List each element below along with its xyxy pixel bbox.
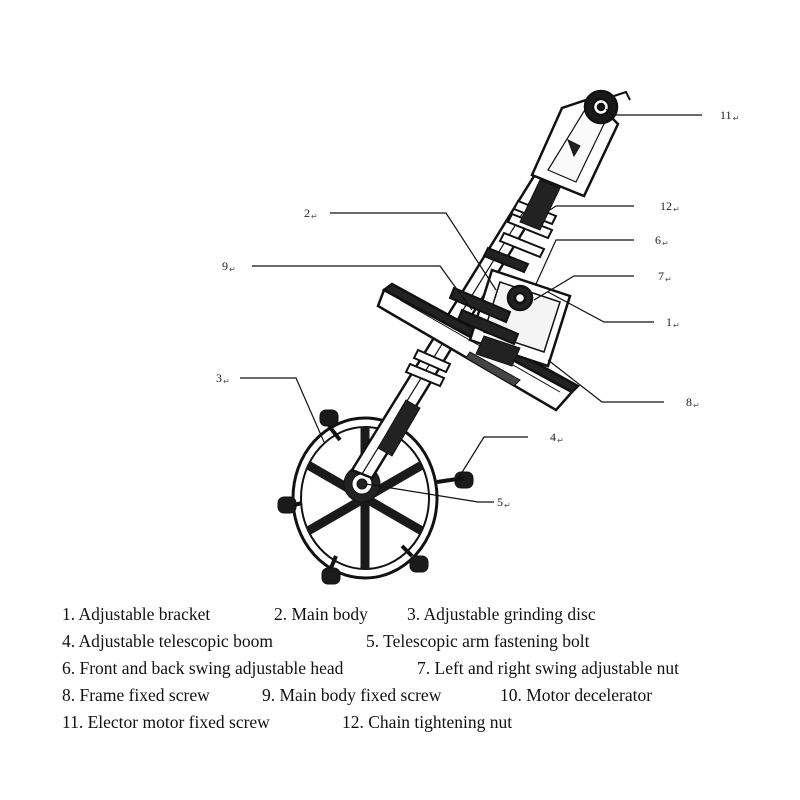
legend-row-2: 4. Adjustable telescopic boom 5. Telesco… [62, 631, 762, 658]
callout-1-text: 1 [666, 315, 672, 329]
legend-item: 3. Adjustable grinding disc [407, 604, 596, 624]
return-mark: ↵ [673, 205, 680, 214]
callout-8-text: 8 [686, 395, 692, 409]
legend-item: 7. Left and right swing adjustable nut [417, 658, 679, 678]
return-mark: ↵ [311, 212, 318, 221]
legend-row-4: 8. Frame fixed screw 9. Main body fixed … [62, 685, 762, 712]
callout-12-text: 12 [660, 199, 672, 213]
legend-item: 12. Chain tightening nut [342, 712, 513, 732]
callout-7-text: 7 [658, 269, 664, 283]
return-mark: ↵ [557, 436, 564, 445]
disc-rollers [277, 409, 474, 585]
callout-3: 3↵ [216, 371, 230, 386]
callout-12: 12↵ [660, 199, 680, 214]
callout-6: 6↵ [655, 233, 669, 248]
callout-11: 11↵ [720, 108, 739, 123]
callout-5-text: 5 [497, 495, 503, 509]
legend-item: 5. Telescopic arm fastening bolt [366, 631, 590, 651]
return-mark: ↵ [223, 377, 230, 386]
legend-row-5: 11. Elector motor fixed screw 12. Chain … [62, 712, 762, 739]
legend-row-1: 1. Adjustable bracket 2. Main body 3. Ad… [62, 604, 762, 631]
grinding-disc [291, 416, 439, 580]
return-mark: ↵ [732, 114, 740, 123]
callout-5: 5↵ [497, 495, 511, 510]
legend-item: 4. Adjustable telescopic boom [62, 631, 273, 651]
legend-row-3: 6. Front and back swing adjustable head … [62, 658, 762, 685]
callout-11-text: 11 [720, 108, 732, 122]
return-mark: ↵ [693, 401, 700, 410]
legend-item: 1. Adjustable bracket [62, 604, 211, 624]
legend-item: 8. Frame fixed screw [62, 685, 210, 705]
legend-item: 11. Elector motor fixed screw [62, 712, 270, 732]
legend-item: 2. Main body [274, 604, 368, 624]
callout-2: 2↵ [304, 206, 318, 221]
return-mark: ↵ [504, 501, 511, 510]
callout-4-text: 4 [550, 430, 556, 444]
return-mark: ↵ [662, 239, 669, 248]
return-mark: ↵ [229, 265, 236, 274]
main-body-fixed-screw [448, 286, 520, 346]
callout-9: 9↵ [222, 259, 236, 274]
callout-4: 4↵ [550, 430, 564, 445]
legend-item: 9. Main body fixed screw [262, 685, 442, 705]
callout-3-text: 3 [216, 371, 222, 385]
legend-item: 6. Front and back swing adjustable head [62, 658, 344, 678]
callout-8: 8↵ [686, 395, 700, 410]
motor-housing [519, 89, 631, 231]
callout-6-text: 6 [655, 233, 661, 247]
leader-lines [240, 108, 702, 503]
callout-7: 7↵ [658, 269, 672, 284]
callout-1: 1↵ [666, 315, 680, 330]
legend-item: 10. Motor decelerator [500, 685, 653, 705]
callout-9-text: 9 [222, 259, 228, 273]
return-mark: ↵ [665, 275, 672, 284]
return-mark: ↵ [673, 321, 680, 330]
callout-2-text: 2 [304, 206, 310, 220]
parts-legend: 1. Adjustable bracket 2. Main body 3. Ad… [62, 604, 762, 739]
